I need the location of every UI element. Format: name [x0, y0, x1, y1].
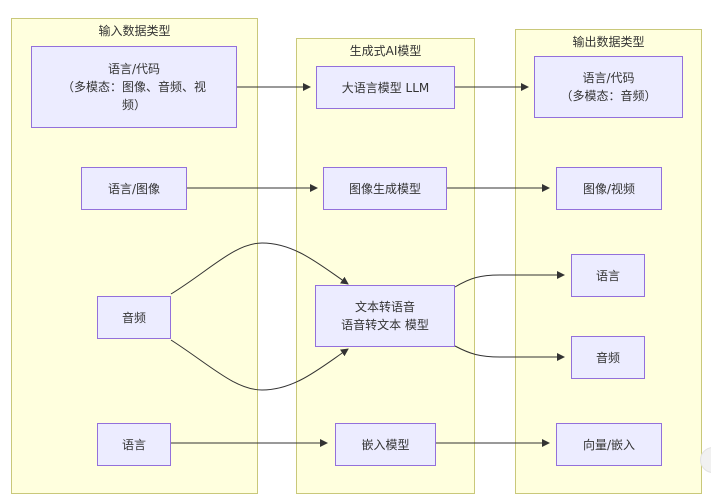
node-output-image-video: 图像/视频 — [556, 167, 662, 210]
edge-tts-to-out-lang — [454, 271, 565, 288]
node-model-llm: 大语言模型 LLM — [316, 66, 455, 109]
node-output-language-code: 语言/代码 （多模态：音频） — [534, 56, 683, 118]
node-model-image-generation: 图像生成模型 — [323, 167, 447, 210]
node-output-language: 语言 — [571, 254, 645, 297]
node-model-tts-stt-line1: 文本转语音 — [354, 300, 415, 314]
lane-model: 生成式AI模型 — [296, 38, 475, 494]
edge-tts-to-out-audio — [454, 345, 565, 361]
node-output-language-code-line1: 语言/代码 — [582, 71, 635, 85]
edge-audio-to-tts-top — [170, 242, 349, 295]
node-input-audio: 音频 — [97, 296, 171, 339]
lane-input-title: 输入数据类型 — [98, 24, 171, 38]
node-input-language-code-line3: 频） — [121, 98, 146, 112]
node-output-vector-embedding: 向量/嵌入 — [556, 423, 662, 466]
edge-audio-to-tts-bottom — [170, 339, 349, 391]
lane-output-title: 输出数据类型 — [572, 35, 645, 49]
lane-model-title: 生成式AI模型 — [349, 44, 422, 58]
node-output-language-code-line2: （多模态：音频） — [560, 89, 657, 103]
node-output-audio: 音频 — [571, 336, 645, 379]
node-input-language-code-line2: （多模态：图像、音频、视 — [61, 80, 206, 94]
node-model-tts-stt: 文本转语音 语音转文本 模型 — [315, 285, 455, 347]
node-input-language-code: 语言/代码 （多模态：图像、音频、视 频） — [31, 46, 237, 128]
node-model-embedding: 嵌入模型 — [335, 423, 436, 466]
node-input-language-code-line1: 语言/代码 — [107, 62, 161, 76]
node-input-language-image: 语言/图像 — [81, 167, 187, 210]
node-input-language: 语言 — [97, 423, 171, 466]
node-model-tts-stt-line2: 语音转文本 模型 — [341, 318, 429, 332]
